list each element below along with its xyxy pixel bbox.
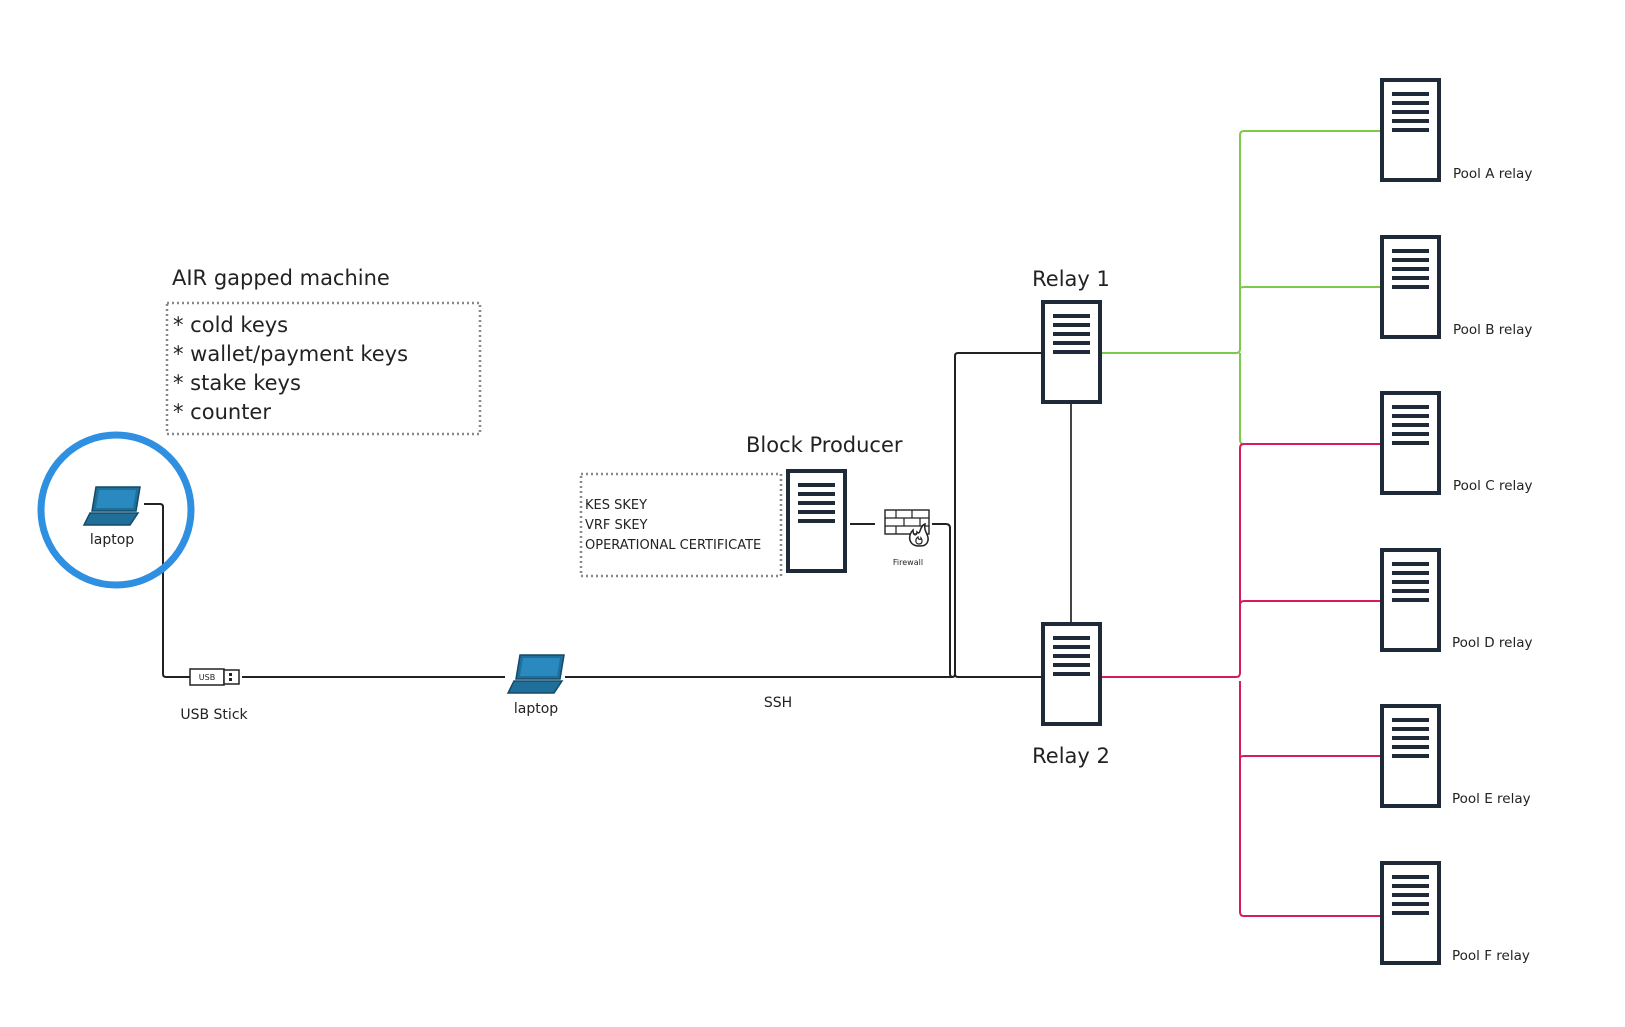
ssh-label: SSH (764, 695, 792, 711)
pool-b-relay-label: Pool B relay (1453, 322, 1532, 338)
relay-1-label: Relay 1 (1032, 267, 1110, 291)
pool-f-relay-label: Pool F relay (1452, 948, 1530, 964)
laptop-icon (506, 654, 565, 694)
link-ssh (565, 673, 956, 678)
bp-key-item: OPERATIONAL CERTIFICATE (585, 538, 761, 553)
link-laptop-usb (144, 503, 190, 678)
pool-c-relay-label: Pool C relay (1453, 478, 1533, 494)
servers (786, 78, 1441, 965)
air-gapped-highlight-circle (37, 431, 195, 589)
link-relay2-pools (1102, 443, 1382, 917)
key-item: * counter (173, 400, 271, 424)
relay-2-server-icon (1041, 622, 1102, 726)
relay-1-server-icon (1041, 300, 1102, 404)
pool-e-server-icon (1380, 704, 1441, 808)
pool-c-server-icon (1380, 391, 1441, 495)
pool-d-relay-label: Pool D relay (1452, 635, 1532, 651)
key-item: * cold keys (173, 313, 288, 337)
usb-stick-label: USB Stick (180, 707, 248, 723)
pool-a-relay-label: Pool A relay (1453, 166, 1532, 182)
block-producer-title: Block Producer (746, 433, 903, 457)
pool-e-relay-label: Pool E relay (1452, 791, 1531, 807)
air-gapped-keys-box (165, 301, 482, 436)
connections (144, 130, 1382, 917)
pool-d-server-icon (1380, 548, 1441, 652)
air-gapped-laptop-label: laptop (90, 532, 134, 548)
pool-a-server-icon (1380, 78, 1441, 182)
key-item: * stake keys (173, 371, 301, 395)
pool-f-server-icon (1380, 861, 1441, 965)
link-bus-vertical (954, 352, 1042, 678)
bp-key-item: KES SKEY (585, 498, 647, 513)
link-relay1-pools (1102, 130, 1382, 445)
pool-b-server-icon (1380, 235, 1441, 339)
air-gapped-keys-list: * cold keys * wallet/payment keys * stak… (173, 313, 408, 424)
block-producer-server-icon (786, 469, 847, 573)
bp-key-item: VRF SKEY (585, 518, 648, 533)
key-item: * wallet/payment keys (173, 342, 408, 366)
block-producer-keys-box (579, 472, 783, 578)
link-firewall-bus (932, 523, 954, 678)
firewall-icon (884, 509, 930, 547)
usb-stick-icon: USB (189, 668, 240, 686)
laptop-icon (82, 486, 141, 526)
air-gapped-title: AIR gapped machine (172, 266, 390, 290)
firewall-label: Firewall (893, 558, 923, 567)
usb-icon-text: USB (199, 673, 215, 682)
online-laptop-label: laptop (514, 701, 558, 717)
relay-2-label: Relay 2 (1032, 744, 1110, 768)
